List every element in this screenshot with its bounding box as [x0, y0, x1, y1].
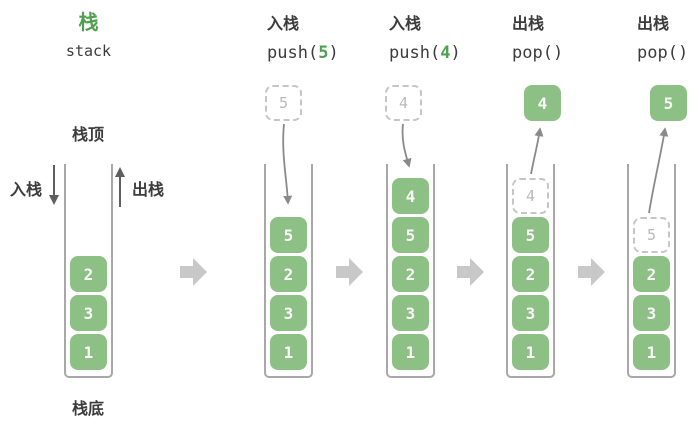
stage4-op-label: 出栈: [512, 16, 545, 33]
stack-item: 2: [633, 256, 670, 292]
popped-item: 4: [524, 85, 561, 121]
stack-item: 1: [512, 334, 549, 370]
stack-item: 3: [70, 295, 107, 331]
call-arg: 4: [440, 43, 451, 63]
stack-top-label: 栈顶: [71, 127, 104, 144]
stage3-call-label: push(4): [389, 43, 509, 63]
stack-item: 2: [70, 256, 107, 292]
diagram-title: 栈 stack: [40, 10, 137, 60]
stage5-op-label: 出栈: [637, 16, 670, 33]
call-arg: 5: [318, 43, 329, 63]
call-fn: push(: [389, 43, 441, 63]
stack-item: 5: [270, 217, 307, 253]
stack-item: 2: [270, 256, 307, 292]
stage2-op-label: 入栈: [267, 16, 300, 33]
push-flow-arrow-icon: [401, 123, 412, 168]
ghost-item: 5: [633, 217, 670, 253]
step-arrow-icon: [336, 258, 363, 286]
call-fn: push(: [267, 43, 319, 63]
stage4-header: 出栈 pop(): [512, 14, 632, 63]
ghost-item: 4: [512, 178, 549, 214]
stage5-header: 出栈 pop(): [637, 14, 699, 63]
stack-item: 1: [392, 334, 429, 370]
stage5-call-label: pop(): [637, 43, 689, 63]
stack-item: 1: [270, 334, 307, 370]
stage2-header: 入栈 push(5): [267, 14, 387, 63]
stack-item: 3: [270, 295, 307, 331]
stage3-op-label: 入栈: [389, 16, 422, 33]
title-zh: 栈: [78, 12, 99, 34]
stage2-call-label: push(5): [267, 43, 387, 63]
push-side-label: 入栈: [10, 182, 43, 199]
call-close: ): [450, 43, 461, 63]
stack-item: 1: [633, 334, 670, 370]
incoming-item: 5: [265, 85, 302, 121]
title-en: stack: [65, 42, 112, 60]
pop-side-label: 出栈: [132, 182, 165, 199]
stack-bottom-label: 栈底: [71, 401, 104, 418]
stack-item: 1: [70, 334, 107, 370]
stage3-header: 入栈 push(4): [389, 14, 509, 63]
stack-item: 3: [512, 295, 549, 331]
stack-item: 5: [392, 217, 429, 253]
stack-item: 2: [392, 256, 429, 292]
step-arrow-icon: [180, 258, 207, 286]
popped-item: 5: [650, 85, 687, 121]
stack-item: 3: [392, 295, 429, 331]
stack-item: 3: [633, 295, 670, 331]
step-arrow-icon: [457, 258, 484, 286]
incoming-item: 4: [385, 85, 422, 121]
stack-item: 4: [392, 178, 429, 214]
call-close: ): [328, 43, 339, 63]
stack-item: 2: [512, 256, 549, 292]
step-arrow-icon: [578, 258, 605, 286]
stage4-call-label: pop(): [512, 43, 564, 63]
stack-item: 5: [512, 217, 549, 253]
